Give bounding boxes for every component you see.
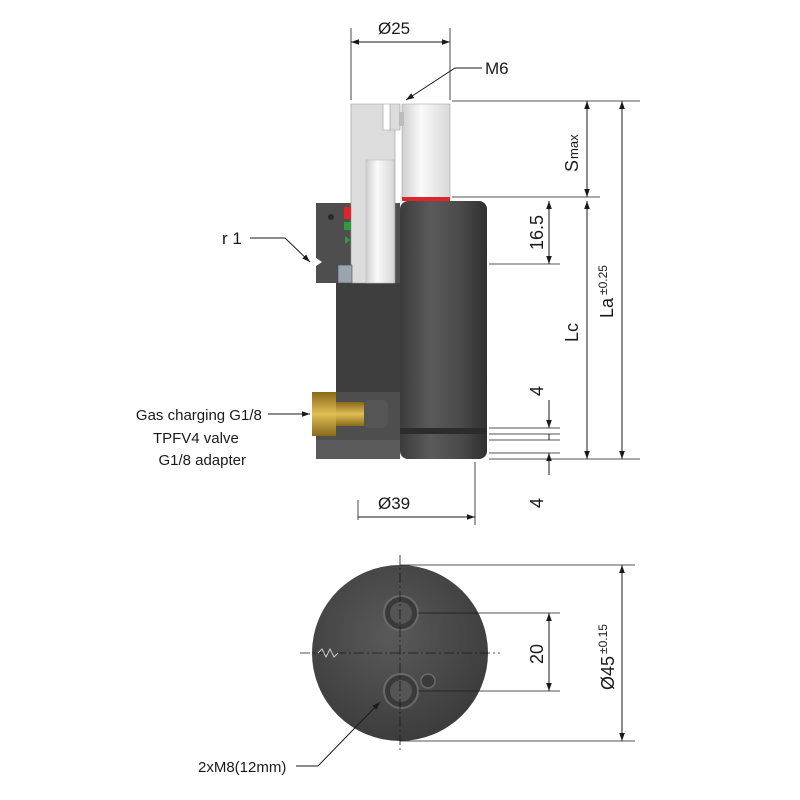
dim-stroke-main: S <box>562 160 582 172</box>
bottom-dimensions: 20 Ø45 ±0.15 2xM8(12mm) <box>198 564 635 776</box>
dim-stroke-sub: max <box>566 134 581 159</box>
valve-stem-brass <box>336 402 364 426</box>
seal-red-small <box>344 207 351 219</box>
wiper-seal-red <box>402 197 450 201</box>
mount-hole-top-inner <box>390 602 412 624</box>
dim-La-label: La ±0.25 <box>596 265 617 318</box>
dim-La-tol: ±0.25 <box>596 265 610 295</box>
valve-label-line-2: TPFV4 valve <box>153 430 239 447</box>
dim-4-lower: 4 <box>527 498 547 508</box>
dim-thread-label: M6 <box>485 59 509 78</box>
rod-inner-bore <box>365 159 395 284</box>
label-radius: r 1 <box>222 229 242 248</box>
dim-4-upper: 4 <box>527 386 547 396</box>
side-view <box>312 103 487 459</box>
valve-label-line-1: Gas charging G1/8 <box>136 407 262 424</box>
guide-ring <box>337 264 353 284</box>
dim-outer-tol: ±0.15 <box>596 624 610 654</box>
dim-La-main: La <box>597 297 617 318</box>
valve-label-line-3: G1/8 adapter <box>158 452 246 469</box>
side-dimensions: Ø25 M6 Smax 16.5 La ±0.25 Lc 4 <box>136 19 640 525</box>
cylinder-body <box>400 201 487 459</box>
label-holes: 2xM8(12mm) <box>198 759 286 776</box>
gas-port-hole <box>420 673 436 689</box>
dim-Lc: Lc <box>562 323 582 342</box>
valve-label: Gas charging G1/8 TPFV4 valve G1/8 adapt… <box>136 407 266 469</box>
valve-symbol-icon <box>317 647 339 659</box>
bottom-groove <box>400 428 487 434</box>
dim-16-5: 16.5 <box>527 215 547 250</box>
inner-chamber <box>336 283 400 392</box>
dim-outer-diameter: Ø45 ±0.15 <box>596 624 618 690</box>
dim-stroke-label: Smax <box>562 134 582 172</box>
dim-bottom-diameter: Ø39 <box>378 494 410 513</box>
seal-green-chevron <box>345 236 350 244</box>
seal-green-small <box>344 222 351 230</box>
rod-top-notch <box>399 112 404 126</box>
retaining-pin <box>328 214 334 220</box>
valve-adapter-brass <box>312 392 336 436</box>
piston-rod <box>401 103 451 201</box>
dim-hole-spacing: 20 <box>527 644 547 664</box>
valve-plug <box>364 400 388 428</box>
bottom-view <box>300 555 500 750</box>
dim-top-diameter: Ø25 <box>378 19 410 38</box>
dim-outer-main: Ø45 <box>598 656 618 690</box>
base-step <box>316 440 400 459</box>
radius-groove <box>316 258 322 266</box>
mount-hole-bottom-inner <box>390 680 412 702</box>
